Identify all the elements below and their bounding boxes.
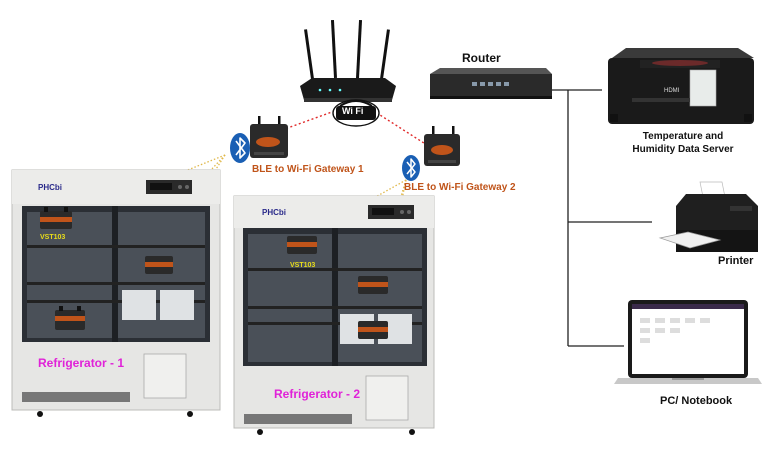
sensor-icon <box>55 306 85 330</box>
gateway-icon <box>424 126 460 166</box>
wifi-icon <box>332 99 380 127</box>
network-lines <box>548 89 652 347</box>
svg-text:HDMI: HDMI <box>664 88 680 94</box>
sensor-icon <box>358 321 388 339</box>
refrigerator-1 <box>11 169 221 417</box>
laptop-icon <box>614 300 762 384</box>
sensor-icon <box>145 256 173 274</box>
bluetooth-icon <box>230 133 250 163</box>
sensor-icon <box>287 236 317 254</box>
pc-label: PC/ Notebook <box>660 395 733 407</box>
brand-label-1: PHCbi <box>38 183 62 192</box>
refrigerator-2 <box>233 195 435 435</box>
gateway-icon <box>250 116 288 158</box>
server-icon: HDMI <box>608 48 754 124</box>
sensor-icon <box>358 276 388 294</box>
router-icon <box>300 19 396 102</box>
switch-icon <box>430 68 552 99</box>
printer-label: Printer <box>718 255 754 267</box>
router-label: Router <box>462 51 501 65</box>
printer-icon <box>658 181 758 252</box>
brand-label-2: PHCbi <box>262 208 286 217</box>
wifi-label: Wi Fi <box>342 106 364 116</box>
gateway1-label: BLE to Wi-Fi Gateway 1 <box>252 164 364 175</box>
gateway2-label: BLE to Wi-Fi Gateway 2 <box>404 182 516 193</box>
server-label-line1: Temperature and <box>642 131 724 142</box>
sensor1-label: VST103 <box>40 234 66 241</box>
bluetooth-icon <box>402 155 420 181</box>
refrigerator2-label: Refrigerator - 2 <box>274 387 361 401</box>
refrigerator1-label: Refrigerator - 1 <box>38 356 125 370</box>
sensor2-label: VST103 <box>290 262 316 269</box>
sensor-icon <box>40 207 72 229</box>
server-label-line2: Humidity Data Server <box>632 144 734 155</box>
